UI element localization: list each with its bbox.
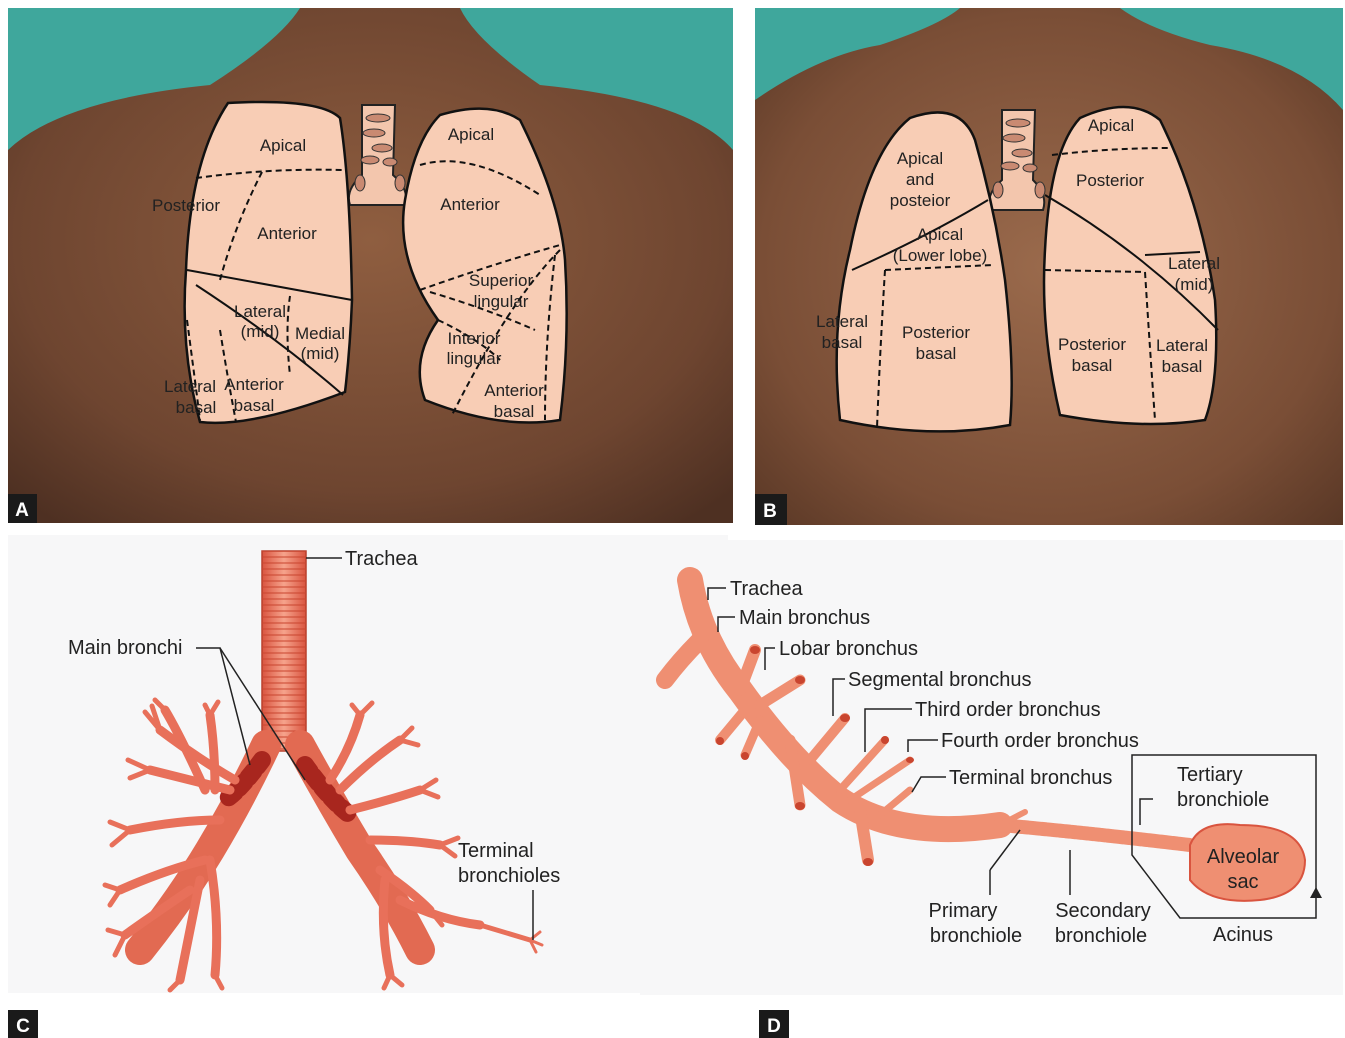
panel-b: Apical and posteior Apical (Lower lobe) … — [755, 8, 1343, 525]
seg-label: lingular — [474, 292, 529, 311]
label-segmental-bronchus: Segmental bronchus — [848, 669, 1031, 691]
label-primary: Primary — [929, 900, 998, 922]
label-secondary: Secondary — [1055, 900, 1151, 922]
label-acinus: Acinus — [1213, 924, 1273, 946]
seg-label: Apical — [897, 149, 943, 168]
label-lobar-bronchus: Lobar bronchus — [779, 638, 918, 660]
seg-label: (mid) — [301, 344, 340, 363]
seg-label: (Lower lobe) — [893, 246, 988, 265]
panel-d: Trachea Main bronchus Lobar bronchus Seg… — [640, 540, 1343, 1038]
seg-label: Apical — [917, 225, 963, 244]
seg-label: basal — [176, 398, 217, 417]
seg-label: Posterior — [152, 196, 220, 215]
label-main-bronchi: Main bronchi — [68, 637, 183, 659]
seg-label: posteior — [890, 191, 951, 210]
panel-c-letter: C — [16, 1016, 30, 1037]
seg-label: Lateral — [1156, 336, 1208, 355]
seg-label: Anterior — [224, 375, 284, 394]
seg-label: Medial — [295, 324, 345, 343]
label-third-order: Third order bronchus — [915, 699, 1101, 721]
seg-label: basal — [1072, 356, 1113, 375]
seg-label: Anterior — [484, 381, 544, 400]
seg-label: (mid) — [241, 322, 280, 341]
seg-label: basal — [822, 333, 863, 352]
label-fourth-order: Fourth order bronchus — [941, 730, 1139, 752]
seg-label: Lateral — [1168, 254, 1220, 273]
panel-a: Apical Posterior Anterior Lateral (mid) … — [8, 8, 733, 523]
seg-label: and — [906, 170, 934, 189]
panel-c: Trachea Main bronchi Terminal bronchiole… — [8, 535, 728, 1038]
label-trachea: Trachea — [345, 548, 419, 570]
panel-b-letter: B — [763, 501, 777, 522]
label-tertiary: Tertiary — [1177, 764, 1243, 786]
seg-label: Lateral — [234, 302, 286, 321]
label-tertiary-bronchiole: bronchiole — [1177, 789, 1269, 811]
seg-label: Apical — [1088, 116, 1134, 135]
seg-label: basal — [916, 344, 957, 363]
seg-label: Interior — [448, 329, 501, 348]
label-terminal-bronchus: Terminal bronchus — [949, 767, 1112, 789]
seg-label: basal — [1162, 357, 1203, 376]
label-sac: sac — [1227, 871, 1258, 893]
label-bronchioles: bronchioles — [458, 865, 560, 887]
seg-label: Lateral — [164, 377, 216, 396]
seg-label: Lateral — [816, 312, 868, 331]
label-primary-bronchiole: bronchiole — [930, 925, 1022, 947]
label-terminal: Terminal — [458, 840, 534, 862]
seg-label: Superior — [469, 271, 534, 290]
label-alveolar: Alveolar — [1207, 846, 1280, 868]
panel-d-letter: D — [767, 1016, 781, 1037]
seg-label: basal — [234, 396, 275, 415]
seg-label: Anterior — [257, 224, 317, 243]
seg-label: Posterior — [1076, 171, 1144, 190]
seg-label: (mid) — [1175, 275, 1214, 294]
label-secondary-bronchiole: bronchiole — [1055, 925, 1147, 947]
seg-label: Posterior — [902, 323, 970, 342]
panel-a-letter: A — [15, 500, 29, 521]
label-trachea: Trachea — [730, 578, 804, 600]
seg-label: lingular — [447, 349, 502, 368]
seg-label: basal — [494, 402, 535, 421]
label-main-bronchus: Main bronchus — [739, 607, 870, 629]
seg-label: Apical — [260, 136, 306, 155]
seg-label: Posterior — [1058, 335, 1126, 354]
seg-label: Anterior — [440, 195, 500, 214]
seg-label: Apical — [448, 125, 494, 144]
